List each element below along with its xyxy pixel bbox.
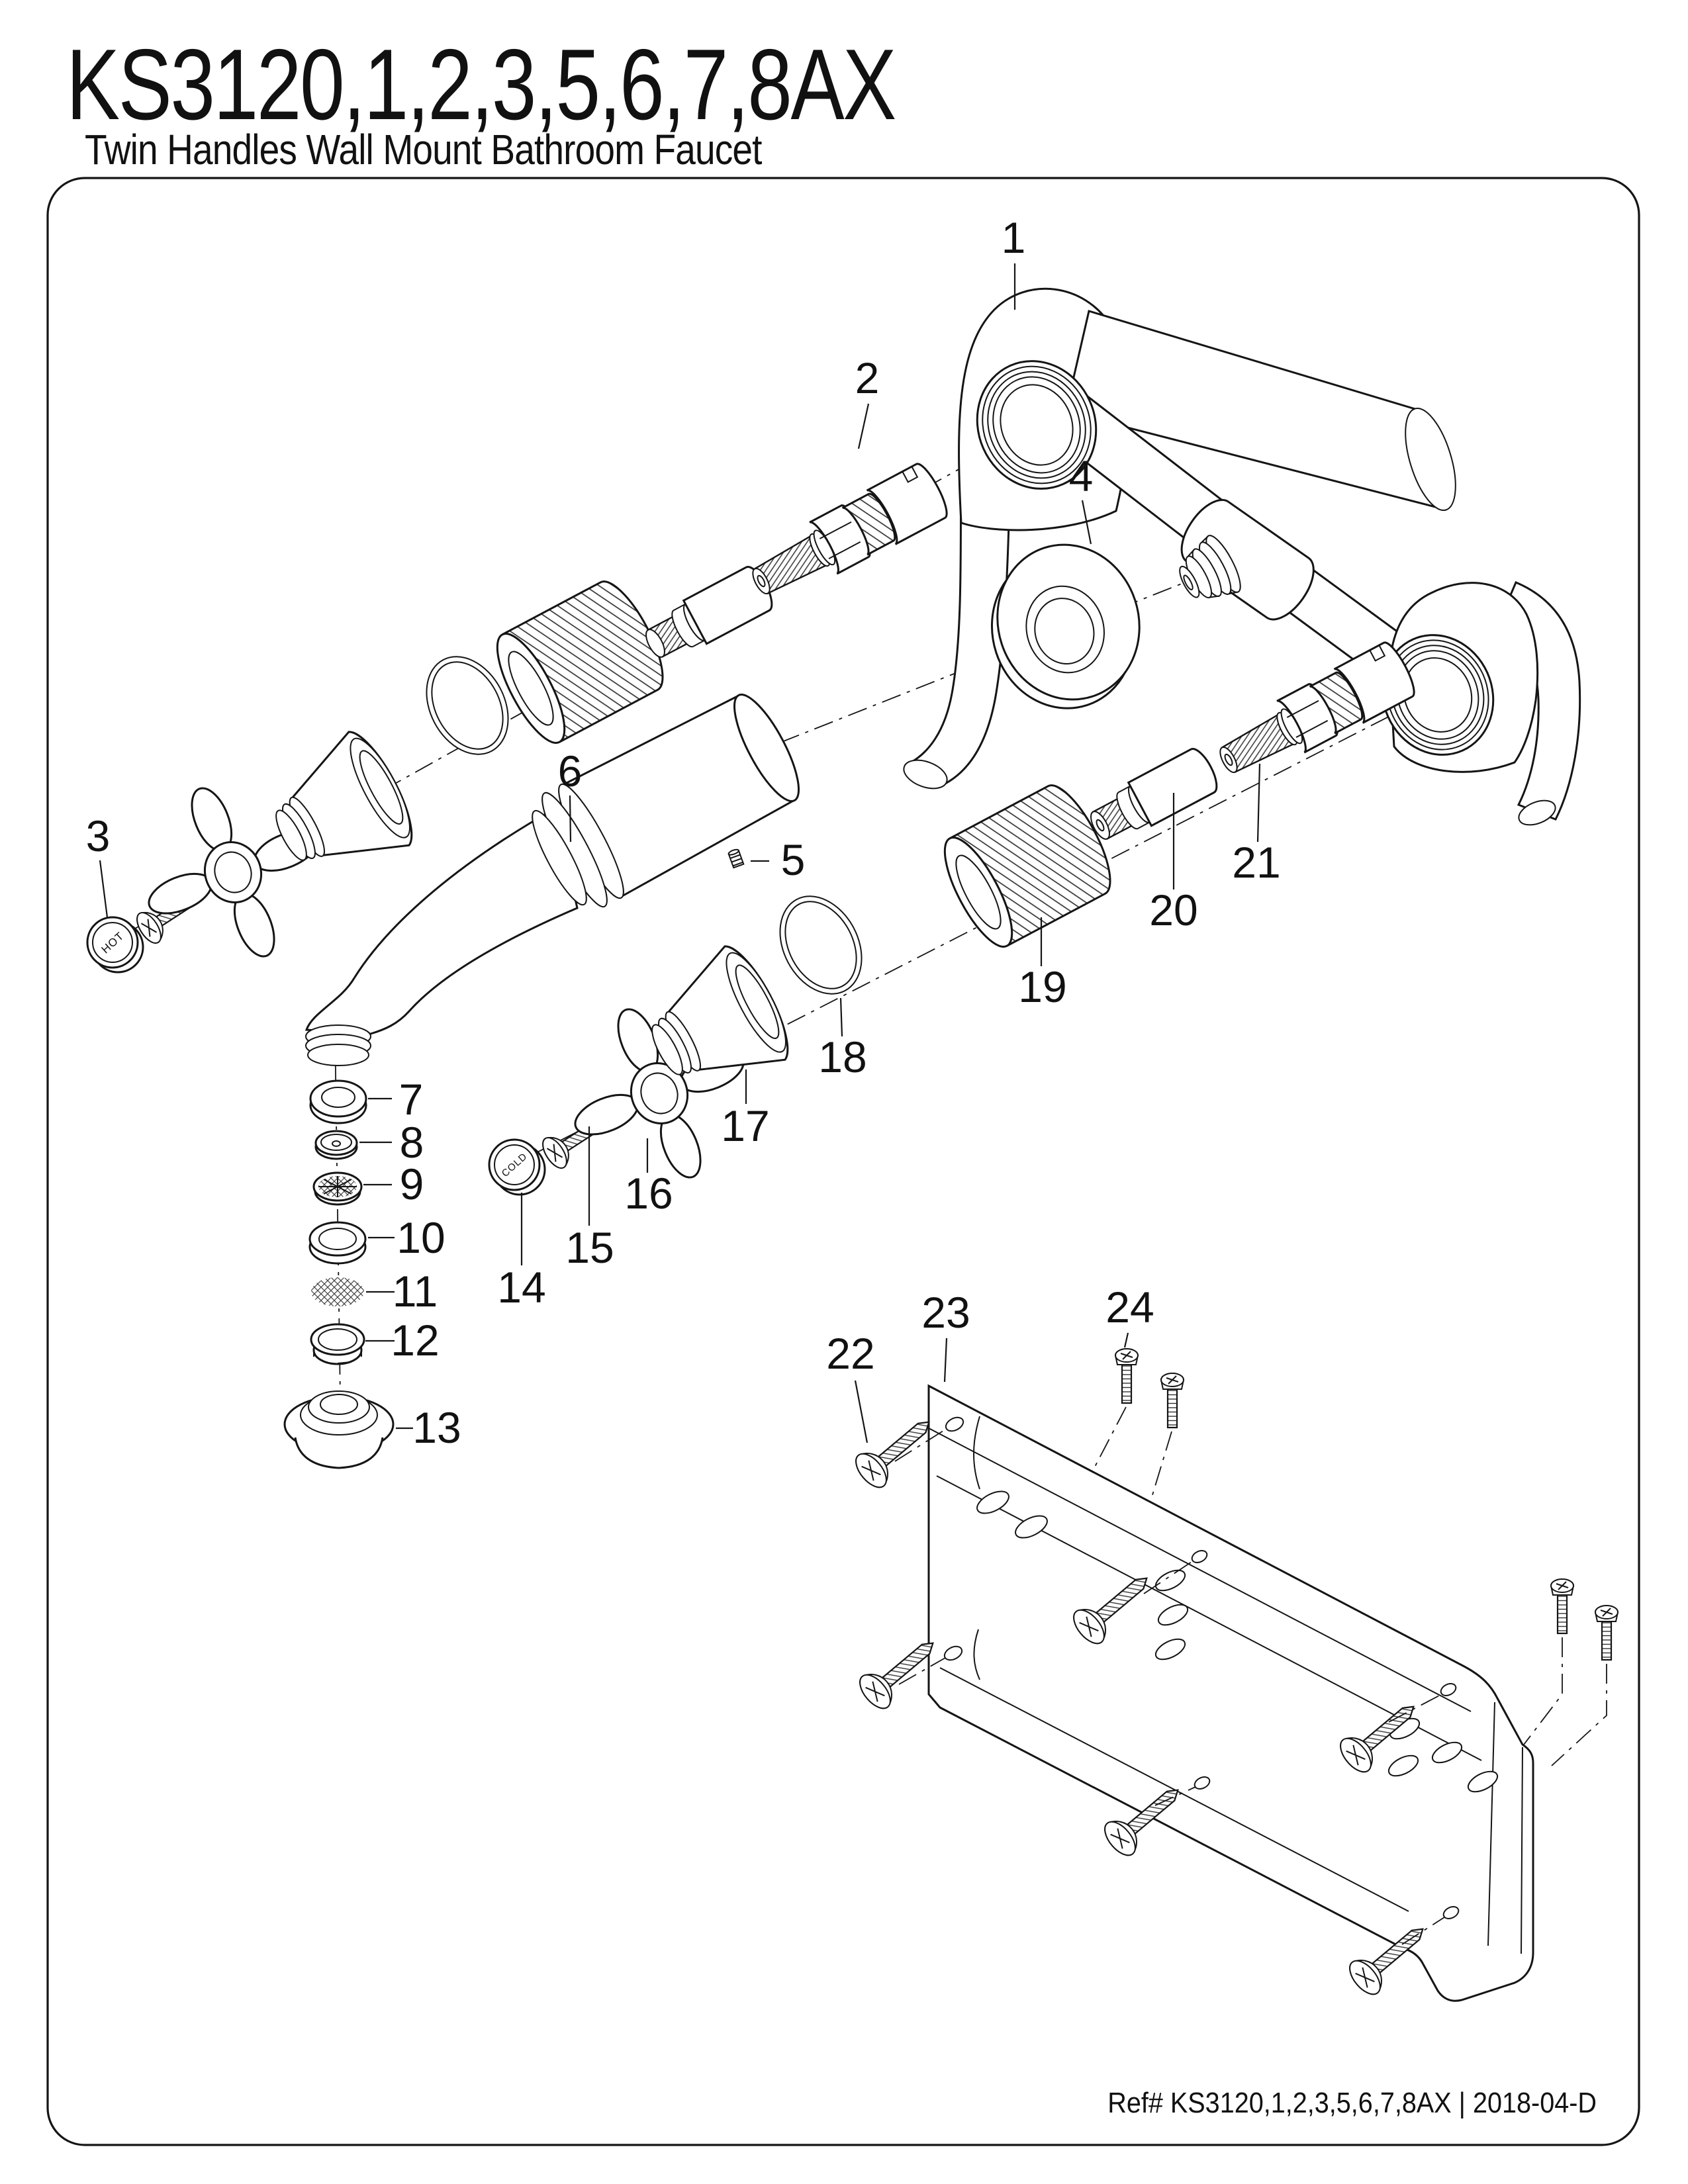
page-title: KS3120,1,2,3,5,6,7,8AX — [66, 28, 895, 141]
hot-threaded-nipple — [496, 580, 664, 744]
left-socket-threads — [976, 360, 1098, 490]
part-label-13: 13 — [412, 1403, 461, 1452]
screw-projection-lines — [894, 1406, 1607, 1945]
hot-oring — [426, 656, 509, 755]
hot-bell-escutcheon — [275, 731, 413, 861]
right-drop-tube-end — [1518, 799, 1556, 826]
leader-23 — [943, 1338, 948, 1383]
part-14-cold-index-button: COLD — [488, 1138, 546, 1196]
upper-cross-tube-end — [1405, 407, 1456, 512]
leader-6 — [569, 795, 572, 842]
part-5-set-screw — [727, 848, 745, 869]
ref-footer: Ref# KS3120,1,2,3,5,6,7,8AX | 2018-04-D — [1107, 2086, 1597, 2118]
part-3-hot-index-button: HOT — [86, 916, 144, 974]
part-16-cross-handle — [574, 1008, 745, 1179]
part-label-18: 18 — [818, 1032, 867, 1081]
part-label-10: 10 — [397, 1213, 445, 1262]
part-label-20: 20 — [1149, 886, 1197, 934]
mounting-bracket-group — [855, 1348, 1619, 2002]
cold-valve-chain: COLD — [488, 641, 1415, 1196]
part-label-17: 17 — [721, 1101, 769, 1150]
leader-2 — [857, 403, 870, 449]
part-label-22: 22 — [826, 1329, 874, 1378]
part-19-threaded-nipple — [943, 784, 1111, 948]
part-label-16: 16 — [624, 1169, 673, 1218]
part-1-wall-union-body — [903, 287, 1581, 826]
leader-lines — [99, 263, 1261, 1443]
part-4-spout-flange — [990, 543, 1141, 709]
title-block: KS3120,1,2,3,5,6,7,8AX Twin Handles Wall… — [66, 28, 896, 173]
part-17-bell-escutcheon — [651, 945, 789, 1075]
part-label-9: 9 — [400, 1160, 424, 1208]
part-9-aerator-insert — [312, 1171, 363, 1206]
part-label-2: 2 — [855, 353, 880, 402]
part-label-15: 15 — [565, 1223, 614, 1272]
part-label-8: 8 — [400, 1118, 424, 1167]
part-7-washer — [309, 1079, 367, 1124]
part-6-spout — [305, 694, 800, 1066]
part-label-11: 11 — [393, 1267, 438, 1316]
part-label-6: 6 — [558, 747, 583, 796]
leader-18 — [839, 997, 843, 1037]
part-23-bracket-plate — [927, 1384, 1534, 2002]
spout-tee-face — [1266, 557, 1315, 620]
spout-tee-boss — [1179, 535, 1241, 599]
part-21-cold-cartridge — [1219, 641, 1415, 774]
page-subtitle: Twin Handles Wall Mount Bathroom Faucet — [85, 126, 763, 173]
aerator-stack — [283, 1079, 395, 1469]
spout-neck-ring — [532, 809, 587, 906]
left-drop-tube-end — [903, 759, 948, 790]
part-label-12: 12 — [391, 1316, 439, 1365]
spout-mount-end — [733, 694, 800, 802]
leader-22 — [854, 1380, 868, 1443]
part-label-4: 4 — [1069, 451, 1094, 500]
part-12-threaded-ring — [310, 1323, 365, 1365]
part-label-1: 1 — [1002, 213, 1026, 262]
part-11-mesh-screen — [311, 1277, 364, 1306]
part-label-21: 21 — [1232, 838, 1280, 887]
bracket-fold-lines — [928, 1416, 1523, 1954]
leader-21 — [1256, 763, 1261, 842]
part-8-friction-disc — [314, 1130, 358, 1160]
hot-cross-handle — [148, 787, 318, 958]
hot-valve-chain: HOT — [86, 463, 948, 974]
leader-4 — [1081, 500, 1092, 545]
leader-24 — [1123, 1332, 1129, 1348]
part-20-extension-sleeve — [1090, 748, 1218, 840]
machine-screws-24 — [1114, 1348, 1619, 1661]
right-socket-threads — [1381, 634, 1495, 756]
part-label-23: 23 — [921, 1288, 970, 1337]
part-2-hot-cartridge — [752, 463, 948, 595]
bracket-holes — [943, 1416, 1499, 1919]
part-label-14: 14 — [497, 1263, 545, 1312]
sheet-border — [46, 177, 1640, 2146]
part-label-3: 3 — [86, 811, 111, 860]
wall-screws-22 — [855, 1421, 1424, 1995]
part-label-19: 19 — [1018, 962, 1066, 1011]
hot-extension-sleeve — [645, 566, 773, 658]
leader-3 — [99, 860, 109, 918]
part-labels: 1 2 3 4 5 6 7 8 9 10 11 12 13 14 15 16 1… — [86, 213, 1281, 1452]
part-label-5: 5 — [781, 835, 806, 884]
part-13-aerator-housing — [283, 1390, 395, 1469]
cold-axis-centerline — [528, 694, 1432, 1158]
part-18-oring — [779, 895, 863, 995]
part-10-spacer-ring — [308, 1221, 367, 1265]
part-label-7: 7 — [399, 1075, 424, 1124]
spout-tube — [305, 807, 579, 1035]
part-label-24: 24 — [1105, 1283, 1154, 1332]
spout-outlet-rings — [305, 1024, 371, 1066]
